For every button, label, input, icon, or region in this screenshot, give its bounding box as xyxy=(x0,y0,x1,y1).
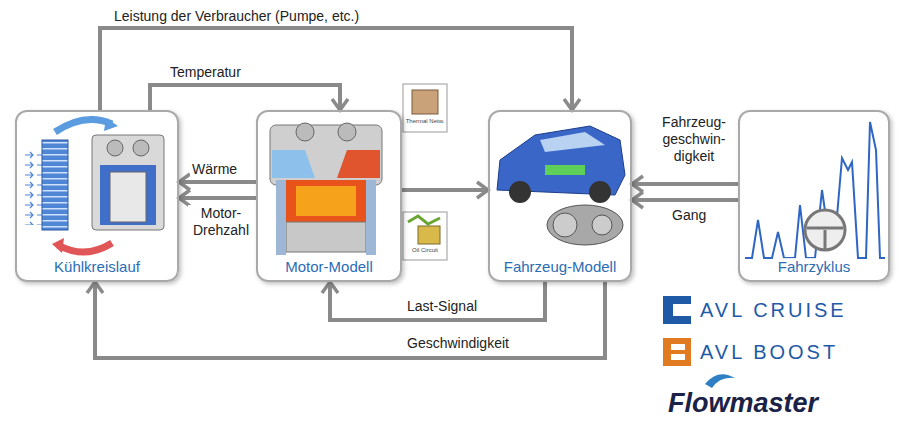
edge-label: Gang xyxy=(670,207,708,224)
signal-arrow xyxy=(402,182,488,198)
connector-line xyxy=(179,180,256,184)
signal-arrow xyxy=(179,190,256,206)
signal-arrow xyxy=(100,28,580,110)
edge-label: Last-Signal xyxy=(405,298,479,315)
connector-line xyxy=(95,282,605,358)
connector-line xyxy=(179,196,256,200)
arrow-head xyxy=(632,192,643,208)
signal-arrow xyxy=(150,85,348,110)
connector-line xyxy=(632,182,738,186)
box-title: Fahrzyklus xyxy=(774,258,855,280)
arrow-head xyxy=(179,174,190,190)
arrow-head xyxy=(564,99,580,110)
edge-label: Wärme xyxy=(190,161,239,178)
edge-label: Temperatur xyxy=(168,64,243,81)
arrow-head xyxy=(322,282,338,293)
connector-line xyxy=(100,28,572,110)
model-box: Kühlkreislauf xyxy=(15,110,179,282)
box-title: Motor-Modell xyxy=(281,258,377,280)
logo-text: Flowmaster xyxy=(668,388,818,419)
icon-caption: Oil Circuit xyxy=(404,247,446,253)
box-title: Fahrzeug-Modell xyxy=(500,258,621,280)
edge-label: Motor- Drehzahl xyxy=(188,205,254,239)
arrow-head xyxy=(87,282,103,293)
model-box: Fahrzyklus xyxy=(738,110,890,282)
arrow-head xyxy=(332,99,348,110)
logo-text: AVL BOOST xyxy=(700,341,838,364)
arrow-head xyxy=(477,182,488,198)
connector-line xyxy=(330,282,545,320)
arrow-head xyxy=(179,190,190,206)
signal-arrow xyxy=(322,282,545,320)
connector-line xyxy=(632,198,738,202)
model-box: Motor-Modell xyxy=(256,110,402,282)
edge-label: Fahrzeug- geschwin- digkeit xyxy=(657,114,731,164)
icon-caption: Thermal Netw. xyxy=(404,118,446,124)
edge-label: Geschwindigkeit xyxy=(405,335,511,352)
model-box: Fahrzeug-Modell xyxy=(488,110,632,282)
connector-line xyxy=(402,188,488,192)
arrow-head xyxy=(632,176,643,192)
signal-arrow xyxy=(632,176,738,192)
signal-arrow xyxy=(632,192,738,208)
logo-text: AVL CRUISE xyxy=(700,299,847,322)
box-title: Kühlkreislauf xyxy=(50,258,144,280)
edge-label: Leistung der Verbraucher (Pumpe, etc.) xyxy=(112,8,361,25)
connector-line xyxy=(150,85,340,110)
signal-arrow xyxy=(87,282,605,358)
